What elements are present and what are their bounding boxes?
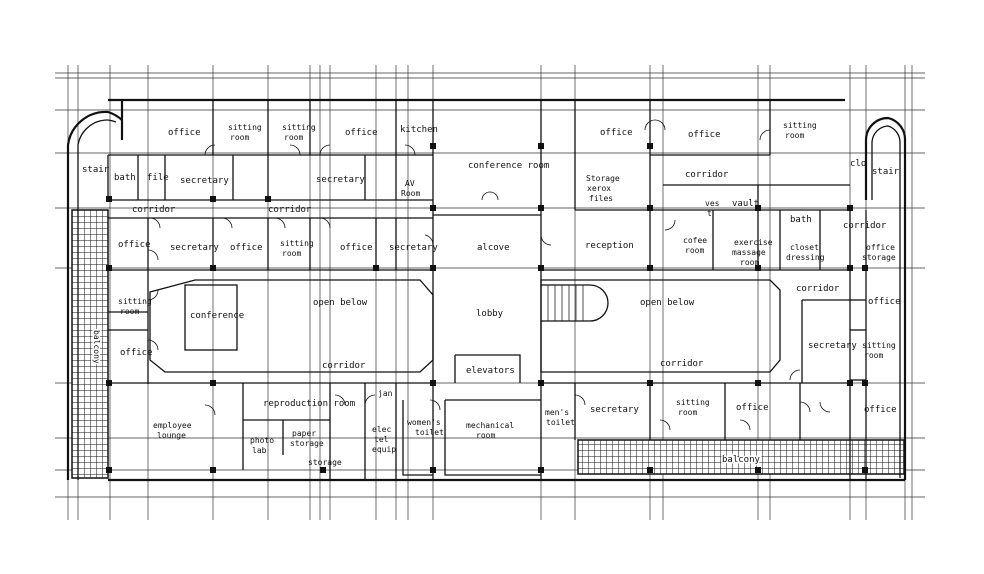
label-clo: clo (850, 159, 866, 169)
label-conference-room: conference room (468, 161, 549, 171)
label-corridor-center-right: corridor (660, 359, 704, 369)
label-office-top-mid: office (345, 128, 378, 138)
label-office-top-right: office (600, 128, 633, 138)
label-storage: storage (308, 458, 342, 467)
label-file: file (147, 173, 169, 183)
label-bath-right: bath (790, 215, 812, 225)
label-secretary-bottom: secretary (590, 405, 639, 415)
label-bath-left: bath (114, 173, 136, 183)
label-secretary-left: secretary (170, 243, 219, 253)
label-secretary-top-mid: secretary (316, 175, 365, 185)
outer-walls (66, 98, 907, 482)
label-secretary-left2: secretary (389, 243, 438, 253)
label-reproduction-room: reproduction room (263, 399, 355, 409)
structural-columns (106, 143, 868, 473)
label-balcony-left: balcony (92, 330, 101, 364)
label-reception: reception (585, 241, 634, 251)
label-stair-right: stair (872, 167, 900, 177)
label-balcony-right: balcony (722, 455, 761, 465)
label-office-left3: office (340, 243, 373, 253)
door-swings (147, 119, 831, 431)
label-office-left1: office (118, 240, 151, 250)
label-secretary-east: secretary (808, 341, 857, 351)
label-corridor-top-right: corridor (685, 170, 729, 180)
label-elevators: elevators (466, 366, 515, 376)
label-kitchen: kitchen (400, 125, 438, 135)
lobby-stair (541, 284, 609, 322)
label-alcove: alcove (477, 243, 510, 253)
label-conference-left: conference (190, 311, 244, 321)
label-vault: vault (732, 199, 759, 209)
label-corridor-left: corridor (132, 205, 176, 215)
label-open-below-right: open below (640, 298, 695, 308)
label-office-far-east: office (864, 405, 897, 415)
label-corridor-center-left: corridor (322, 361, 366, 371)
label-corridor-mid-left: corridor (268, 205, 312, 215)
label-office-left2: office (230, 243, 263, 253)
label-office-west: office (120, 348, 153, 358)
label-stair-left: stair (82, 165, 110, 175)
label-open-below-left: open below (313, 298, 368, 308)
label-corridor-east: corridor (796, 284, 840, 294)
label-corridor-right: corridor (843, 221, 887, 231)
label-lobby: lobby (476, 309, 504, 319)
open-below-outlines (149, 279, 781, 373)
label-office-top-left: office (168, 128, 201, 138)
label-jan: jan (378, 389, 393, 398)
label-secretary-top-left: secretary (180, 176, 229, 186)
interior-walls (107, 100, 867, 480)
label-office-bottom: office (736, 403, 769, 413)
label-office-east: office (868, 297, 901, 307)
label-office-top-right2: office (688, 130, 721, 140)
